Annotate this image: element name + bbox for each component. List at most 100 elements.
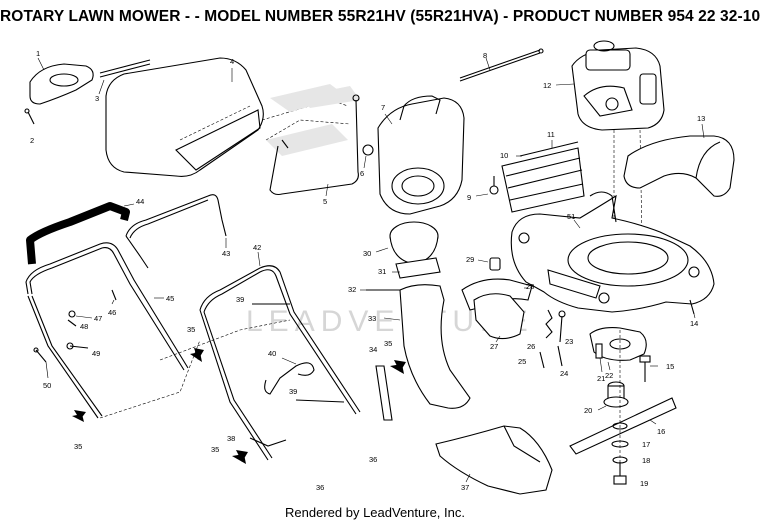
part-14-bolt[interactable]	[689, 299, 696, 319]
callout-6[interactable]: 6	[360, 169, 364, 178]
part-3-rod[interactable]	[98, 59, 151, 95]
callout-51[interactable]: 51	[567, 212, 575, 221]
callout-35-a[interactable]: 35	[74, 442, 82, 451]
callout-35-c[interactable]: 35	[211, 445, 219, 454]
callout-18[interactable]: 18	[642, 456, 650, 465]
callout-21[interactable]: 21	[597, 374, 605, 383]
callout-17[interactable]: 17	[642, 440, 650, 449]
part-26-spring[interactable]	[545, 309, 553, 339]
part-5-bag-frame[interactable]	[269, 94, 360, 197]
part-8-axle-rod[interactable]	[459, 48, 544, 82]
callout-10[interactable]: 10	[500, 151, 508, 160]
part-15-bolt[interactable]	[639, 355, 658, 382]
knob-35-d[interactable]	[390, 360, 406, 374]
part-37-mulch-door[interactable]	[435, 425, 553, 495]
part-13-discharge-chute[interactable]	[623, 123, 735, 197]
part-23-lever[interactable]	[558, 310, 566, 343]
callout-7[interactable]: 7	[381, 103, 385, 112]
callout-35-d[interactable]: 35	[384, 339, 392, 348]
part-34-bracket[interactable]	[375, 365, 393, 421]
knob-35-c[interactable]	[232, 450, 248, 464]
part-47-clip[interactable]	[68, 310, 93, 319]
callout-24[interactable]: 24	[560, 369, 568, 378]
callout-13[interactable]: 13	[697, 114, 705, 123]
callout-36-b[interactable]: 36	[316, 483, 324, 492]
part-20-blade-adapter[interactable]	[597, 381, 629, 411]
callout-48[interactable]: 48	[80, 322, 88, 331]
part-50-screw[interactable]	[33, 347, 49, 379]
callout-39-b[interactable]: 39	[289, 387, 297, 396]
callout-46[interactable]: 46	[108, 308, 116, 317]
part-51-mower-deck[interactable]	[510, 191, 715, 313]
callout-14[interactable]: 14	[690, 319, 698, 328]
part-25-rod[interactable]	[539, 351, 545, 369]
callout-38[interactable]: 38	[227, 434, 235, 443]
callout-45[interactable]: 45	[166, 294, 174, 303]
callout-40[interactable]: 40	[268, 349, 276, 358]
knob-35-a[interactable]	[72, 410, 86, 422]
callout-20[interactable]: 20	[584, 406, 592, 415]
part-10-bracket[interactable]	[516, 141, 579, 157]
part-1-grip-cover[interactable]	[29, 57, 94, 105]
part-31-plate[interactable]	[392, 257, 441, 279]
knob-35-b[interactable]	[190, 348, 204, 362]
callout-22[interactable]: 22	[605, 371, 613, 380]
callout-27[interactable]: 27	[490, 342, 498, 351]
callout-11[interactable]: 11	[547, 130, 555, 139]
callout-28[interactable]: 28	[526, 282, 534, 291]
callout-34[interactable]: 34	[369, 345, 377, 354]
callout-30[interactable]: 30	[363, 249, 371, 258]
callout-25[interactable]: 25	[518, 357, 526, 366]
callout-23[interactable]: 23	[565, 337, 573, 346]
part-40-handle-clip[interactable]	[264, 357, 315, 395]
part-24-bracket[interactable]	[557, 345, 563, 367]
part-7-rear-cover[interactable]	[377, 95, 465, 215]
part-9-bolt[interactable]	[475, 176, 499, 197]
part-30-cap[interactable]	[375, 221, 439, 265]
callout-50[interactable]: 50	[43, 381, 51, 390]
part-42-upper-handle[interactable]	[199, 251, 361, 461]
part-45-lower-handle[interactable]	[25, 242, 189, 419]
part-38-cable[interactable]	[249, 437, 287, 447]
part-6-knob[interactable]	[362, 144, 374, 169]
part-21-pin[interactable]	[595, 343, 603, 373]
part-43-control-bail[interactable]	[125, 194, 227, 269]
callout-19[interactable]: 19	[640, 479, 648, 488]
callout-3[interactable]: 3	[95, 94, 99, 103]
callout-35-b[interactable]: 35	[187, 325, 195, 334]
callout-2[interactable]: 2	[30, 136, 34, 145]
callout-29[interactable]: 29	[466, 255, 474, 264]
callout-39-a[interactable]: 39	[236, 295, 244, 304]
part-12-engine[interactable]	[555, 40, 665, 241]
callout-12[interactable]: 12	[543, 81, 551, 90]
part-2-screw[interactable]	[24, 108, 35, 125]
callout-15[interactable]: 15	[666, 362, 674, 371]
callout-43[interactable]: 43	[222, 249, 230, 258]
part-4-grass-bag[interactable]	[105, 57, 351, 177]
callout-8[interactable]: 8	[483, 51, 487, 60]
callout-9[interactable]: 9	[467, 193, 471, 202]
callout-4[interactable]: 4	[230, 57, 234, 66]
callout-1[interactable]: 1	[36, 49, 40, 58]
part-49-bolt[interactable]	[66, 342, 89, 350]
callout-42[interactable]: 42	[253, 243, 261, 252]
part-33-rear-chute[interactable]	[383, 284, 471, 409]
callout-26[interactable]: 26	[527, 342, 535, 351]
callout-37[interactable]: 37	[461, 483, 469, 492]
callout-32[interactable]: 32	[348, 285, 356, 294]
part-39-bolt-lower[interactable]	[295, 399, 345, 403]
part-22-adapter[interactable]	[589, 327, 647, 371]
callout-16[interactable]: 16	[657, 427, 665, 436]
part-27-mulch-plug[interactable]	[473, 293, 525, 343]
part-29-knob[interactable]	[477, 257, 501, 271]
callout-36-a[interactable]: 36	[369, 455, 377, 464]
part-11-trim-plate[interactable]	[501, 140, 585, 213]
callout-31[interactable]: 31	[378, 267, 386, 276]
callout-49[interactable]: 49	[92, 349, 100, 358]
part-48-screw[interactable]	[67, 319, 77, 327]
callout-5[interactable]: 5	[323, 197, 327, 206]
callout-44[interactable]: 44	[136, 197, 144, 206]
callout-33[interactable]: 33	[368, 314, 376, 323]
part-44-foam-grip[interactable]	[26, 202, 135, 265]
callout-47[interactable]: 47	[94, 314, 102, 323]
